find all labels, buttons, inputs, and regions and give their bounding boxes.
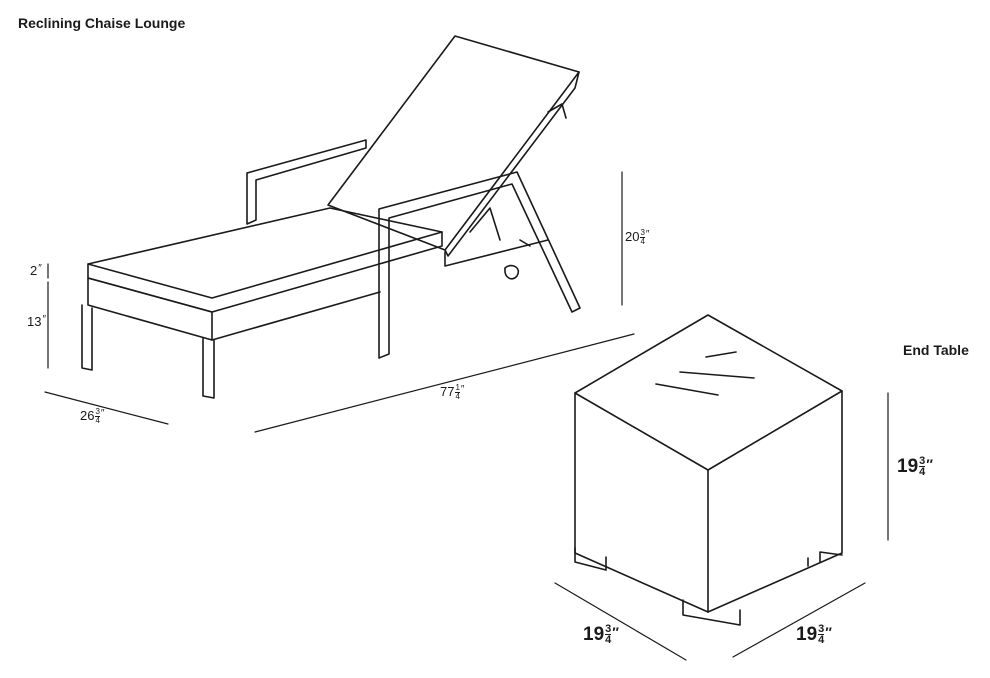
lounge-title: Reclining Chaise Lounge [18, 15, 186, 31]
lounge-front-leg-left [81, 304, 93, 371]
table-right-face [707, 390, 843, 613]
dim-line-length [254, 333, 635, 433]
table-glass-reflection [655, 351, 755, 396]
table-dimension-lines [554, 392, 889, 661]
table-left-face [574, 392, 709, 613]
table-feet [574, 547, 843, 626]
lounge-armrest-left [246, 139, 367, 225]
lounge-front-leg-right [202, 337, 215, 399]
dim-line-table-depth [554, 582, 687, 661]
dim-seat-height-label: 13″ [27, 314, 47, 329]
table-top [574, 314, 843, 471]
lounge-seat-frame [87, 277, 213, 341]
dim-cushion-label: 2″ [30, 263, 42, 278]
chaise-lounge-drawing [81, 35, 581, 399]
lounge-dimension-lines [44, 171, 635, 433]
dim-line-table-width [732, 582, 866, 658]
dim-line-width [44, 391, 169, 425]
lounge-recline-mechanism [444, 207, 549, 280]
lounge-armrest-right [378, 171, 581, 359]
end-table-drawing [574, 314, 843, 626]
table-title: End Table [903, 342, 969, 358]
